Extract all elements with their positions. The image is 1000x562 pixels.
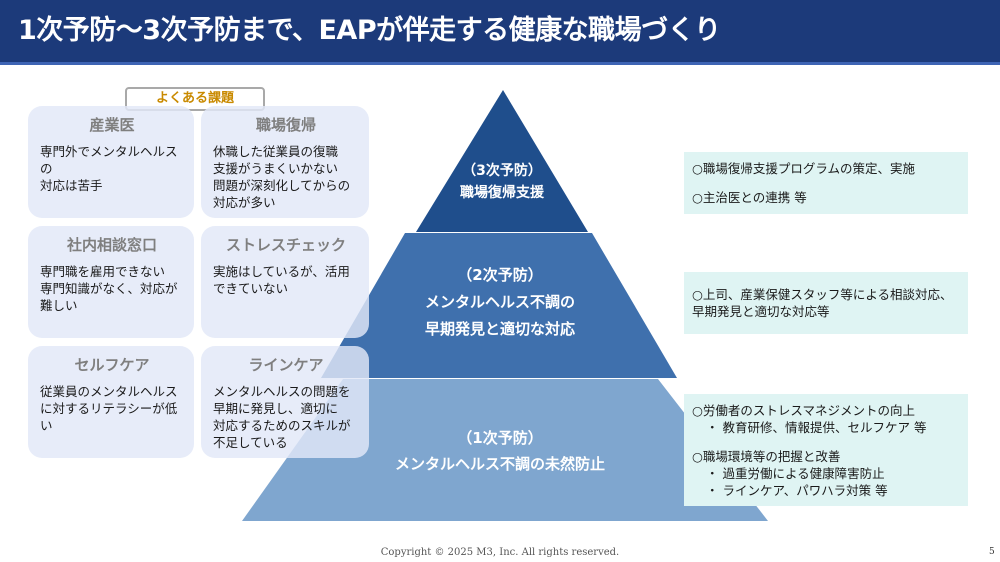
issue-card-body: 従業員のメンタルヘルス に対するリテラシーが低い bbox=[40, 384, 178, 433]
tier3-label: （3次予防） bbox=[462, 163, 542, 179]
measure-item: ○職場環境等の把握と改善 bbox=[692, 449, 841, 464]
measure-item: ○主治医との連携 等 bbox=[692, 190, 807, 205]
issue-card-title: ストレスチェック bbox=[225, 236, 346, 254]
issue-card-stress-check: ストレスチェック 実施はしているが、活用 できていない bbox=[201, 226, 369, 338]
issue-card-occupational-physician: 産業医 専門外でメンタルヘルスの 対応は苦手 bbox=[28, 106, 194, 218]
pyramid-tier-1 bbox=[242, 379, 768, 521]
measure-subitem: ・ 教育研修、情報提供、セルフケア 等 bbox=[706, 420, 927, 435]
issue-card-title: 職場復帰 bbox=[255, 116, 316, 134]
issue-card-body: 専門外でメンタルヘルスの 対応は苦手 bbox=[40, 144, 178, 193]
issue-card-body: 実施はしているが、活用 できていない bbox=[213, 264, 350, 296]
tier3-measures-box: ○職場復帰支援プログラムの策定、実施 ○主治医との連携 等 bbox=[684, 152, 968, 214]
header-bar bbox=[0, 0, 1000, 62]
issue-card-body: 専門職を雇用できない 専門知識がなく、対応が 難しい bbox=[40, 264, 178, 313]
tier1-label: （1次予防） bbox=[457, 429, 543, 447]
tier1-measures-box: ○労働者のストレスマネジメントの向上 ・ 教育研修、情報提供、セルフケア 等 ○… bbox=[684, 394, 968, 506]
tier2-line1: メンタルヘルス不調の bbox=[424, 293, 575, 311]
measure-item: ○職場復帰支援プログラムの策定、実施 bbox=[692, 161, 916, 176]
tier3-text: 職場復帰支援 bbox=[460, 185, 544, 201]
measure-item: ○労働者のストレスマネジメントの向上 bbox=[692, 403, 916, 418]
tier2-measures-box: ○上司、産業保健スタッフ等による相談対応、 早期発見と適切な対応等 bbox=[684, 272, 968, 334]
pyramid-tier-3 bbox=[416, 90, 588, 232]
tier2-line2: 早期発見と適切な対応 bbox=[424, 320, 575, 338]
tier2-label-group: （2次予防） メンタルヘルス不調の 早期発見と適切な対応 bbox=[370, 262, 630, 343]
issue-card-title: 社内相談窓口 bbox=[66, 236, 157, 254]
header-underline bbox=[0, 62, 1000, 65]
pyramid-tier-2 bbox=[321, 233, 677, 378]
issue-card-title: 産業医 bbox=[89, 116, 135, 134]
issue-card-body: 休職した従業員の復職 支援がうまくいかない 問題が深刻化してからの 対応が多い bbox=[213, 144, 351, 210]
copyright-text: Copyright © 2025 M3, Inc. All rights res… bbox=[380, 547, 620, 558]
tier3-label-group: （3次予防） 職場復帰支援 bbox=[416, 160, 588, 204]
measure-subitem: ・ ラインケア、パワハラ対策 等 bbox=[706, 483, 888, 498]
measure-item: ○上司、産業保健スタッフ等による相談対応、 早期発見と適切な対応等 bbox=[692, 287, 953, 319]
issue-card-title: セルフケア bbox=[74, 356, 150, 374]
tier2-label: （2次予防） bbox=[457, 266, 543, 284]
issue-card-line-care: ラインケア メンタルヘルスの問題を 早期に発見し、適切に 対応するためのスキルが… bbox=[201, 346, 369, 458]
page-number: 5 bbox=[989, 547, 995, 557]
issue-card-body: メンタルヘルスの問題を 早期に発見し、適切に 対応するためのスキルが 不足してい… bbox=[213, 384, 351, 450]
issue-card-title: ラインケア bbox=[248, 356, 324, 374]
tier1-text: メンタルヘルス不調の未然防止 bbox=[394, 455, 605, 473]
measure-subitem: ・ 過重労働による健康障害防止 bbox=[706, 466, 885, 481]
page-title: 1次予防～3次予防まで、EAPが伴走する健康な職場づくり bbox=[18, 15, 721, 46]
issue-card-consultation-desk: 社内相談窓口 専門職を雇用できない 専門知識がなく、対応が 難しい bbox=[28, 226, 194, 338]
tier1-label-group: （1次予防） メンタルヘルス不調の未然防止 bbox=[340, 425, 660, 477]
issue-card-return-to-work: 職場復帰 休職した従業員の復職 支援がうまくいかない 問題が深刻化してからの 対… bbox=[201, 106, 369, 218]
issue-card-self-care: セルフケア 従業員のメンタルヘルス に対するリテラシーが低い bbox=[28, 346, 194, 458]
